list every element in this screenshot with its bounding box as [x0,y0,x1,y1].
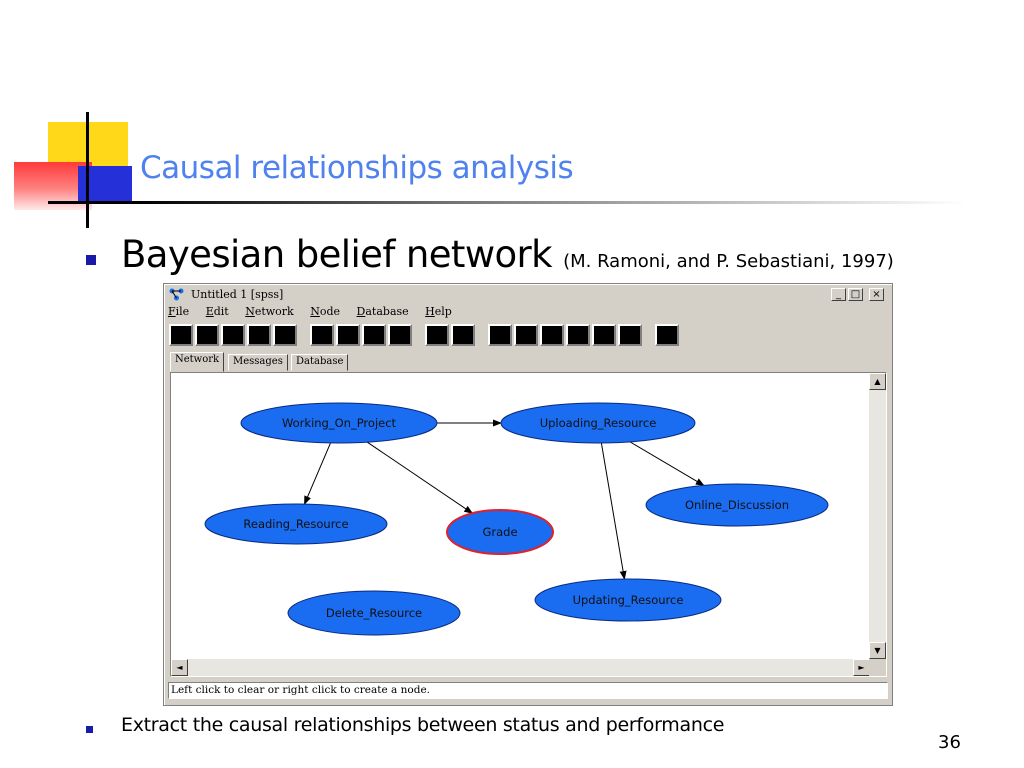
toolbar-button[interactable] [247,324,271,346]
toolbar-button[interactable] [514,324,538,346]
menu-database[interactable]: Database [356,305,409,318]
menu-help[interactable]: Help [425,305,452,318]
menu-bar: File Edit Network Node Database Help [168,305,465,321]
toolbar-button[interactable] [388,324,412,346]
node-uploading[interactable]: Uploading_Resource [500,402,696,444]
toolbar-button[interactable] [336,324,360,346]
toolbar-button[interactable] [425,324,449,346]
node-ellipse [645,483,829,527]
window-titlebar[interactable]: Untitled 1 [spss] _ □ × [166,286,890,303]
network-graph: Working_On_Project Uploading_ResourceRead… [204,402,829,636]
toolbar-button[interactable] [310,324,334,346]
toolbar-button[interactable] [566,324,590,346]
node-ellipse [534,578,722,622]
node-label: Reading_Resource [243,517,348,531]
node-updating[interactable]: Updating_Resource [534,578,722,622]
bullet-citation: (M. Ramoni, and P. Sebastiani, 1997) [563,251,894,272]
toolbar-button[interactable] [221,324,245,346]
toolbar-button[interactable] [592,324,616,346]
decorative-title-underline [48,201,968,204]
menu-edit[interactable]: Edit [205,305,229,318]
scroll-left-button[interactable]: ◄ [171,659,188,676]
edge-working-to-grade [367,441,474,514]
bullet-marker [86,726,93,733]
toolbar-button[interactable] [451,324,475,346]
node-working[interactable]: Working_On_Project [240,402,438,444]
status-bar: Left click to clear or right click to cr… [168,682,888,699]
node-label: Updating_Resource [573,593,684,607]
node-grade[interactable]: Grade [446,509,554,555]
bullet-main-text: Bayesian belief network [121,233,553,276]
tab-database[interactable]: Database [291,354,349,371]
scrollbar-corner [869,659,886,676]
scroll-up-button[interactable]: ▲ [869,373,886,390]
network-app-icon [169,288,184,301]
node-ellipse [287,590,461,636]
decorative-vertical-line [86,112,89,228]
edge-uploading-to-online [629,441,705,486]
menu-node[interactable]: Node [310,305,341,318]
node-label: Uploading_Resource [540,416,657,430]
toolbar-button[interactable] [540,324,564,346]
node-label: Grade [482,525,517,539]
maximize-button[interactable]: □ [848,288,863,301]
toolbar-button[interactable] [618,324,642,346]
node-ellipse [500,402,696,444]
window-title: Untitled 1 [spss] [191,288,284,301]
toolbar-button[interactable] [195,324,219,346]
tab-network[interactable]: Network [170,352,225,372]
close-button[interactable]: × [869,288,884,301]
node-reading[interactable]: Reading_Resource [204,503,388,545]
node-ellipse [446,509,554,555]
minimize-button[interactable]: _ [831,288,846,301]
toolbar-button[interactable] [169,324,193,346]
node-label: Online_Discussion [685,498,789,512]
toolbar-button[interactable] [362,324,386,346]
edge-working-to-reading [304,442,331,506]
vertical-scrollbar[interactable]: ▲ ▼ [869,373,886,659]
toolbar-button[interactable] [488,324,512,346]
menu-file[interactable]: File [168,305,190,318]
bullet-conclusion: Extract the causal relationships between… [121,714,725,736]
menu-network[interactable]: Network [245,305,294,318]
slide-title: Causal relationships analysis [140,150,574,186]
app-window: Untitled 1 [spss] _ □ × File Edit Networ… [163,283,893,706]
node-online[interactable]: Online_Discussion [645,483,829,527]
node-label: Working_On_Project [282,416,397,430]
horizontal-scrollbar[interactable]: ◄ ► [171,659,870,676]
toolbar-button[interactable] [273,324,297,346]
bullet-main-point: Bayesian belief network (M. Ramoni, and … [121,233,894,276]
node-ellipse [240,402,438,444]
node-ellipse [204,503,388,545]
node-label: Delete_Resource [326,606,422,620]
slide-number: 36 [938,732,961,753]
scroll-down-button[interactable]: ▼ [869,642,886,659]
node-delete[interactable]: Delete_Resource [287,590,461,636]
edge-uploading-to-updating [600,442,627,581]
tab-messages[interactable]: Messages [228,354,288,371]
bullet-marker [86,255,96,265]
toolbar-button[interactable] [655,324,679,346]
scroll-right-button[interactable]: ► [853,659,870,676]
